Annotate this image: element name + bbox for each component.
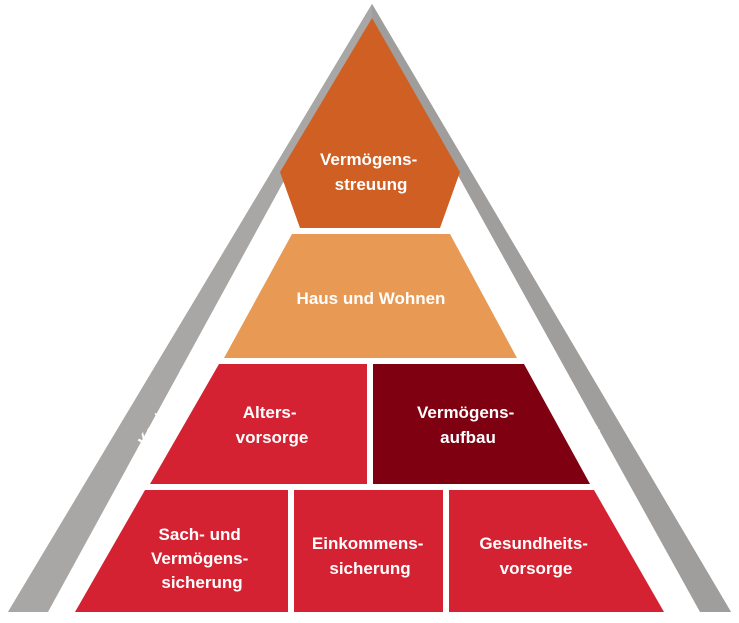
block-top-label: Vermögens- streuung [320, 150, 422, 194]
block-row3-left-label: Alters- vorsorge [236, 403, 309, 447]
block-row3-right-label: Vermögens- aufbau [417, 403, 519, 447]
block-row4-mid [294, 490, 443, 612]
block-middle [224, 234, 517, 358]
block-row4-mid-label: Einkommens- sicherung [312, 534, 428, 578]
block-row4-left [75, 490, 288, 612]
pyramid-frame-bevel-left [8, 4, 372, 612]
block-row4-right [449, 490, 664, 612]
pyramid-frame-bevel-right [372, 4, 731, 612]
block-middle-label: Haus und Wohnen [297, 289, 446, 308]
block-row4-left-label: Sach- und Vermögens- sicherung [151, 525, 253, 592]
block-row3-left [150, 364, 367, 484]
block-row4-right-label: Gesundheits- vorsorge [479, 534, 592, 578]
block-top [280, 18, 460, 228]
block-row3-right [373, 364, 590, 484]
